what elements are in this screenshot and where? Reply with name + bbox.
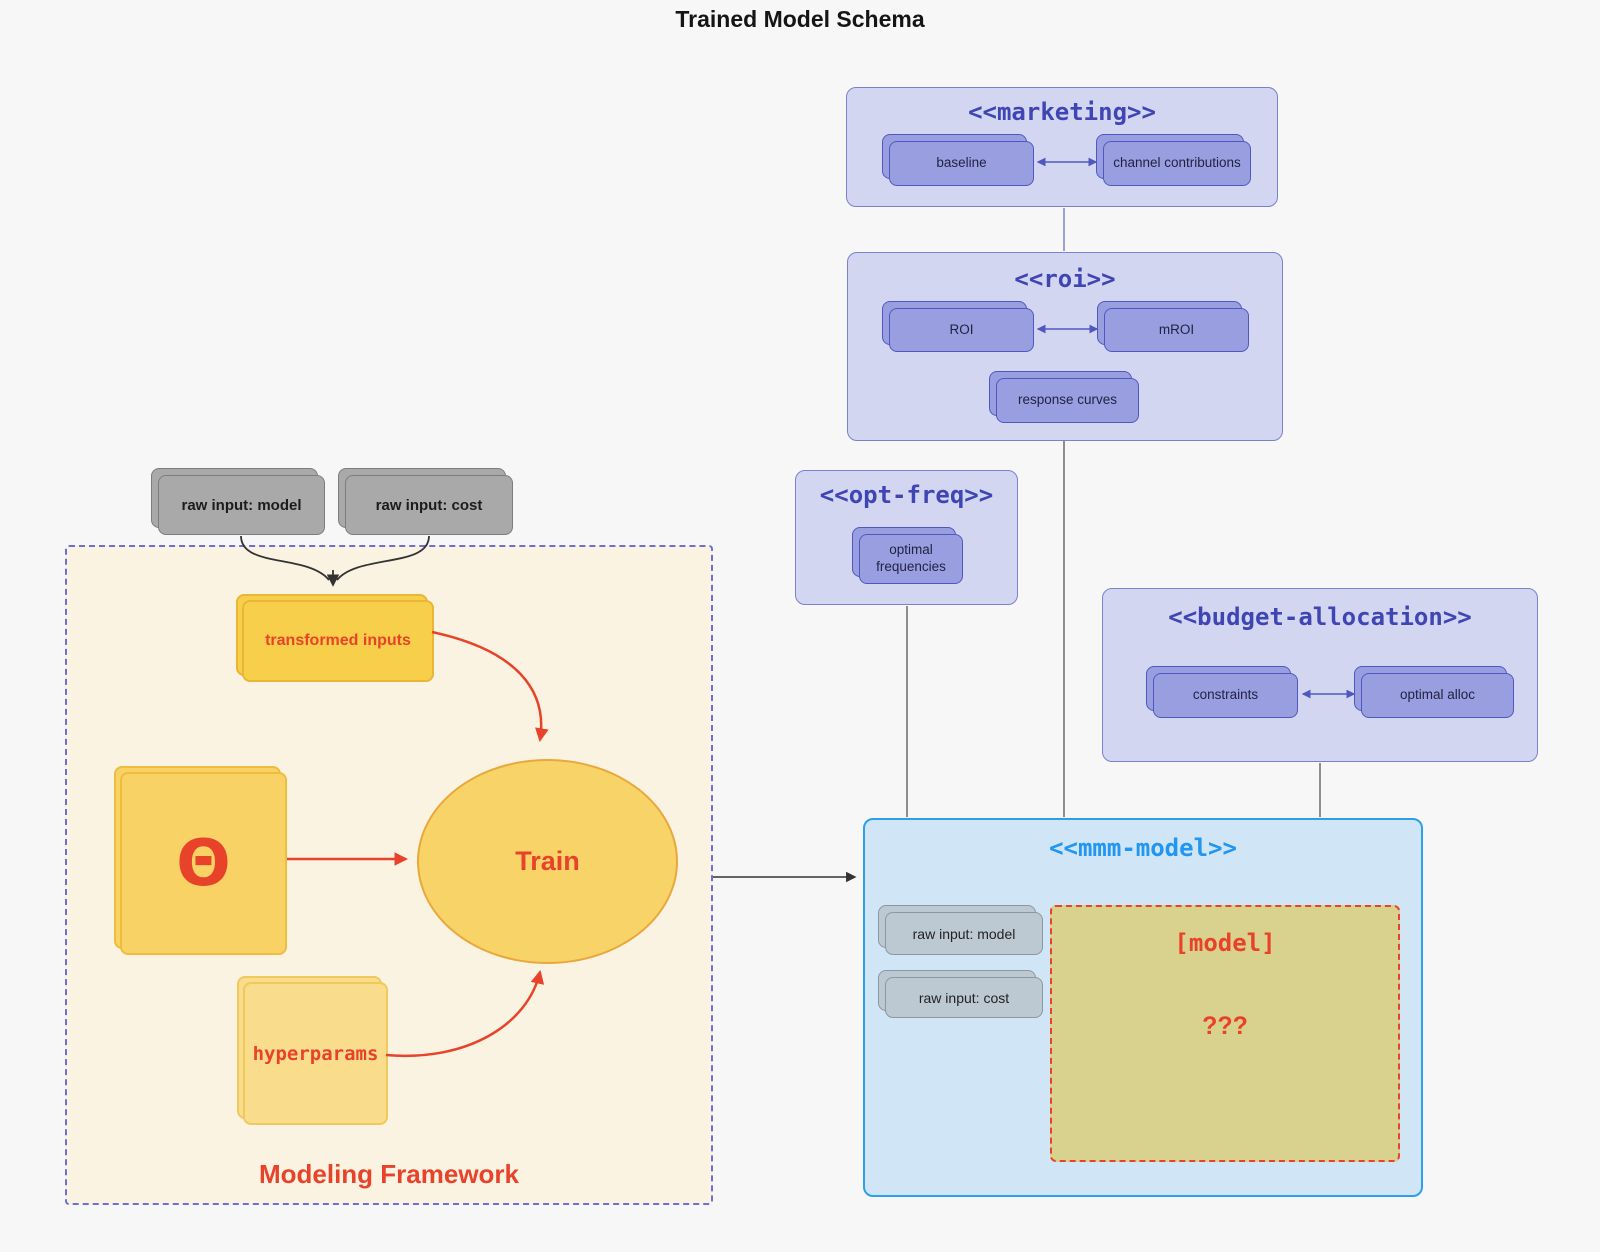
node-label: channel contributions <box>1113 155 1241 171</box>
node-hyperparams: hyperparams <box>237 976 388 1125</box>
group-marketing: <<marketing>> baseline channel contribut… <box>846 87 1278 207</box>
node-channel-contributions: channel contributions <box>1096 134 1251 186</box>
node-label: optimal alloc <box>1399 687 1476 703</box>
group-title: <<roi>> <box>1014 265 1116 293</box>
group-opt-freq: <<opt-freq>> optimal frequencies <box>795 470 1018 605</box>
node-raw-input-model: raw input: model <box>151 468 325 535</box>
node-baseline: baseline <box>882 134 1034 186</box>
diagram-title: Trained Model Schema <box>675 6 925 32</box>
node-optimal-frequencies: optimal frequencies <box>852 527 963 584</box>
node-label: raw input: cost <box>375 496 483 514</box>
node-label: hyperparams <box>252 1042 379 1065</box>
model-box-label: [model] <box>1174 929 1276 957</box>
node-label: Train <box>515 846 580 876</box>
node-transformed-inputs: transformed inputs <box>236 594 434 682</box>
theta-symbol: Θ <box>176 826 231 901</box>
node-theta: Θ <box>114 766 287 955</box>
node-mmm-raw-input-model: raw input: model <box>878 905 1043 955</box>
node-label: response curves <box>1017 392 1118 408</box>
node-label: raw input: model <box>181 496 302 514</box>
framework-label: Modeling Framework <box>258 1159 520 1189</box>
node-label: ROI <box>949 321 974 337</box>
group-title: <<marketing>> <box>968 98 1156 126</box>
group-budget-allocation: <<budget-allocation>> constraints optima… <box>1102 588 1538 762</box>
group-mmm-model: <<mmm-model>> raw input: model raw input… <box>863 818 1423 1197</box>
node-mroi: mROI <box>1097 301 1249 352</box>
group-roi: <<roi>> ROI mROI response curves <box>847 252 1283 441</box>
group-title: <<opt-freq>> <box>819 481 994 509</box>
node-train-ellipse: Train <box>417 759 678 964</box>
node-label: constraints <box>1192 687 1259 703</box>
node-label: mROI <box>1158 321 1195 337</box>
node-label: optimal frequencies <box>876 542 946 574</box>
group-title: <<budget-allocation>> <box>1168 603 1472 631</box>
model-box-placeholder: ??? <box>1202 1012 1248 1040</box>
node-roi: ROI <box>882 301 1034 352</box>
node-label: transformed inputs <box>265 632 411 649</box>
model-placeholder-box: [model] ??? <box>1050 905 1400 1162</box>
group-title: <<mmm-model>> <box>1049 834 1237 862</box>
node-raw-input-cost: raw input: cost <box>338 468 513 535</box>
node-label: raw input: model <box>912 925 1016 942</box>
node-response-curves: response curves <box>989 371 1139 423</box>
node-constraints: constraints <box>1146 666 1298 718</box>
node-label: raw input: cost <box>918 989 1010 1006</box>
node-optimal-alloc: optimal alloc <box>1354 666 1514 718</box>
node-mmm-raw-input-cost: raw input: cost <box>878 970 1043 1018</box>
group-modeling-framework: transformed inputs Θ Train hyperparams M… <box>65 545 713 1205</box>
node-label: baseline <box>936 155 987 171</box>
